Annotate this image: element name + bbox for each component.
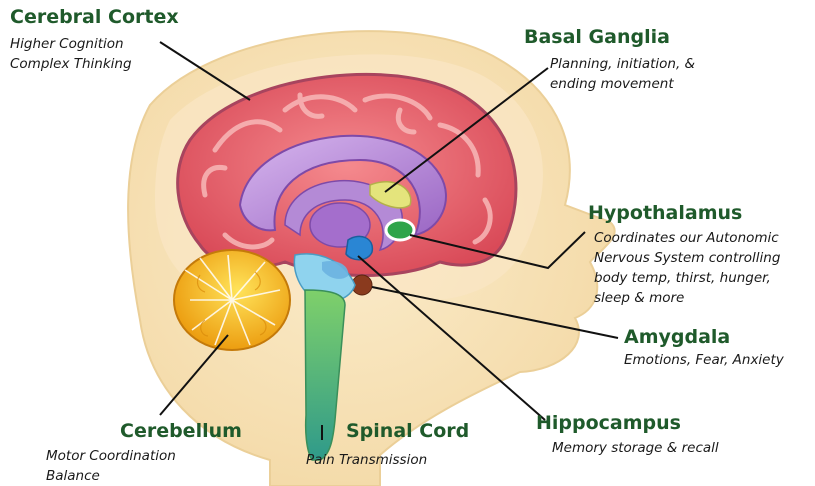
cerebellum-title: Cerebellum: [120, 420, 242, 442]
hippocampus-description: Memory storage & recall: [552, 438, 719, 458]
spinal-cord-title: Spinal Cord: [346, 420, 469, 442]
hypothalamus-line-4: sleep & more: [594, 288, 780, 308]
spinal-cord-description: Pain Transmission: [306, 450, 427, 470]
hypothalamus-label: Hypothalamus Coordinates our Autonomic N…: [588, 202, 780, 308]
cerebral-cortex-label: Cerebral Cortex Higher Cognition Complex…: [10, 6, 179, 74]
cerebellum-label: Cerebellum: [120, 420, 242, 442]
hypothalamus-shape: [386, 220, 414, 240]
amygdala-label: Amygdala Emotions, Fear, Anxiety: [624, 326, 784, 370]
amygdala-line-1: Emotions, Fear, Anxiety: [624, 350, 784, 370]
hippocampus-line-1: Memory storage & recall: [552, 438, 719, 458]
amygdala-description: Emotions, Fear, Anxiety: [624, 350, 784, 370]
cerebellum-description: Motor Coordination Balance: [46, 446, 176, 486]
basal-ganglia-line-2: ending movement: [550, 74, 695, 94]
spinal-cord-label: Spinal Cord: [346, 420, 469, 442]
cerebral-cortex-line-1: Higher Cognition: [10, 34, 179, 54]
hypothalamus-line-1: Coordinates our Autonomic: [594, 228, 780, 248]
hypothalamus-line-3: body temp, thirst, hunger,: [594, 268, 780, 288]
basal-ganglia-title: Basal Ganglia: [524, 26, 695, 48]
basal-ganglia-line-1: Planning, initiation, &: [550, 54, 695, 74]
cerebral-cortex-line-2: Complex Thinking: [10, 54, 179, 74]
amygdala-title: Amygdala: [624, 326, 784, 348]
basal-ganglia-description: Planning, initiation, & ending movement: [550, 54, 695, 94]
basal-ganglia-label: Basal Ganglia Planning, initiation, & en…: [524, 26, 695, 94]
cerebellum-line-2: Balance: [46, 466, 176, 486]
hippocampus-title: Hippocampus: [536, 412, 719, 434]
cerebral-cortex-title: Cerebral Cortex: [10, 6, 179, 28]
cerebellum-line-1: Motor Coordination: [46, 446, 176, 466]
spinal-cord-line-1: Pain Transmission: [306, 450, 427, 470]
hypothalamus-title: Hypothalamus: [588, 202, 780, 224]
hypothalamus-line-2: Nervous System controlling: [594, 248, 780, 268]
cerebral-cortex-description: Higher Cognition Complex Thinking: [10, 34, 179, 74]
hippocampus-label: Hippocampus Memory storage & recall: [536, 412, 719, 458]
hypothalamus-description: Coordinates our Autonomic Nervous System…: [594, 228, 780, 308]
cerebellum-shape: [174, 250, 290, 350]
